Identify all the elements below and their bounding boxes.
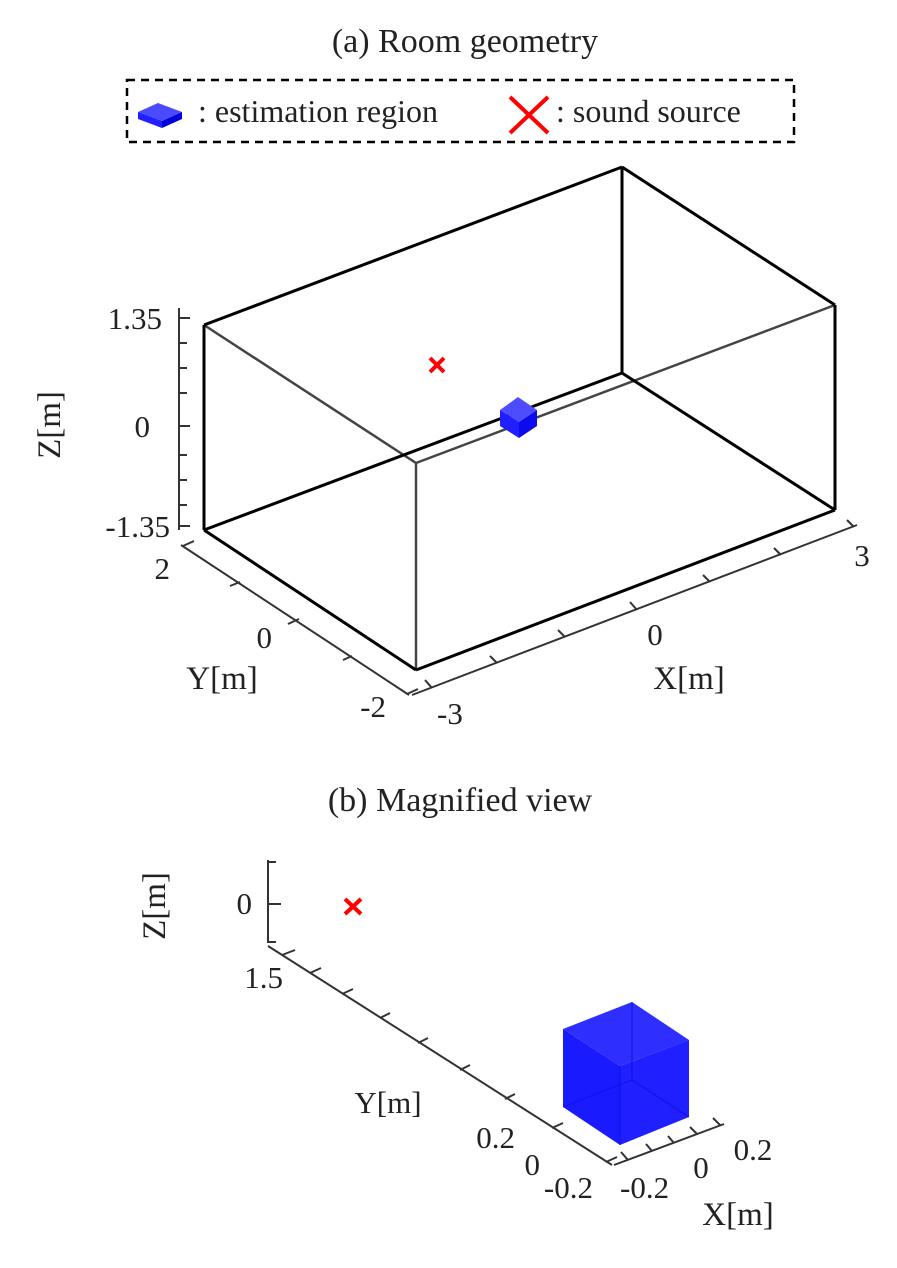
y-tick-label: -0.2 <box>544 1170 593 1205</box>
y-axis-a <box>180 540 419 696</box>
room-box <box>202 165 837 672</box>
x-tick-label: -3 <box>437 696 463 731</box>
room-edge-back <box>415 303 836 465</box>
z-axis-a <box>178 308 190 530</box>
y-tick-label: 1.5 <box>244 960 283 995</box>
sound-source-marker <box>428 356 446 374</box>
estimation-region-cube <box>562 1002 690 1145</box>
y-axis-b <box>267 945 618 1166</box>
z-axis-label: Z[m] <box>137 872 173 940</box>
red-cross-icon <box>508 95 550 135</box>
z-tick-label: 1.35 <box>108 301 162 336</box>
blue-cube-icon <box>138 103 182 128</box>
x-tick-label: 0 <box>647 617 663 652</box>
room-edge <box>621 165 836 307</box>
legend-label-sound-source: : sound source <box>556 93 741 129</box>
room-edge <box>621 371 836 512</box>
x-axis-a <box>411 519 858 696</box>
y-tick-label: -2 <box>360 689 386 724</box>
legend: : estimation region : sound source <box>125 78 796 144</box>
legend-label-estimation-region: : estimation region <box>198 93 438 129</box>
room-edge <box>203 371 623 532</box>
x-tick-label: 3 <box>854 538 870 573</box>
x-tick-label: 0.2 <box>734 1132 773 1167</box>
z-tick-label: 0 <box>237 886 253 921</box>
room-edge <box>415 508 836 672</box>
y-axis-label: Y[m] <box>354 1085 421 1120</box>
z-axis-label: Z[m] <box>32 391 68 459</box>
x-axis-label: X[m] <box>702 1197 773 1233</box>
x-tick-label: -0.2 <box>620 1170 669 1205</box>
figure-b-title: (b) Magnified view <box>328 782 593 819</box>
z-tick-label: 0 <box>135 409 151 444</box>
z-tick-label: -1.35 <box>105 509 170 544</box>
x-tick-label: 0 <box>693 1150 709 1185</box>
y-tick-label: 0 <box>525 1147 541 1182</box>
y-tick-label: 2 <box>155 551 171 586</box>
room-edge-back <box>203 323 417 465</box>
y-tick-label: 0.2 <box>476 1120 515 1155</box>
estimation-region-marker <box>500 397 537 438</box>
figure-a-title: (a) Room geometry <box>332 23 598 60</box>
z-axis-b <box>267 860 281 943</box>
room-edge <box>203 528 417 672</box>
y-tick-label: 0 <box>257 620 273 655</box>
sound-source-marker <box>343 897 363 916</box>
y-axis-label: Y[m] <box>186 661 257 697</box>
x-axis-label: X[m] <box>653 661 724 697</box>
x-axis-b <box>613 1117 725 1166</box>
room-edge <box>203 165 623 327</box>
